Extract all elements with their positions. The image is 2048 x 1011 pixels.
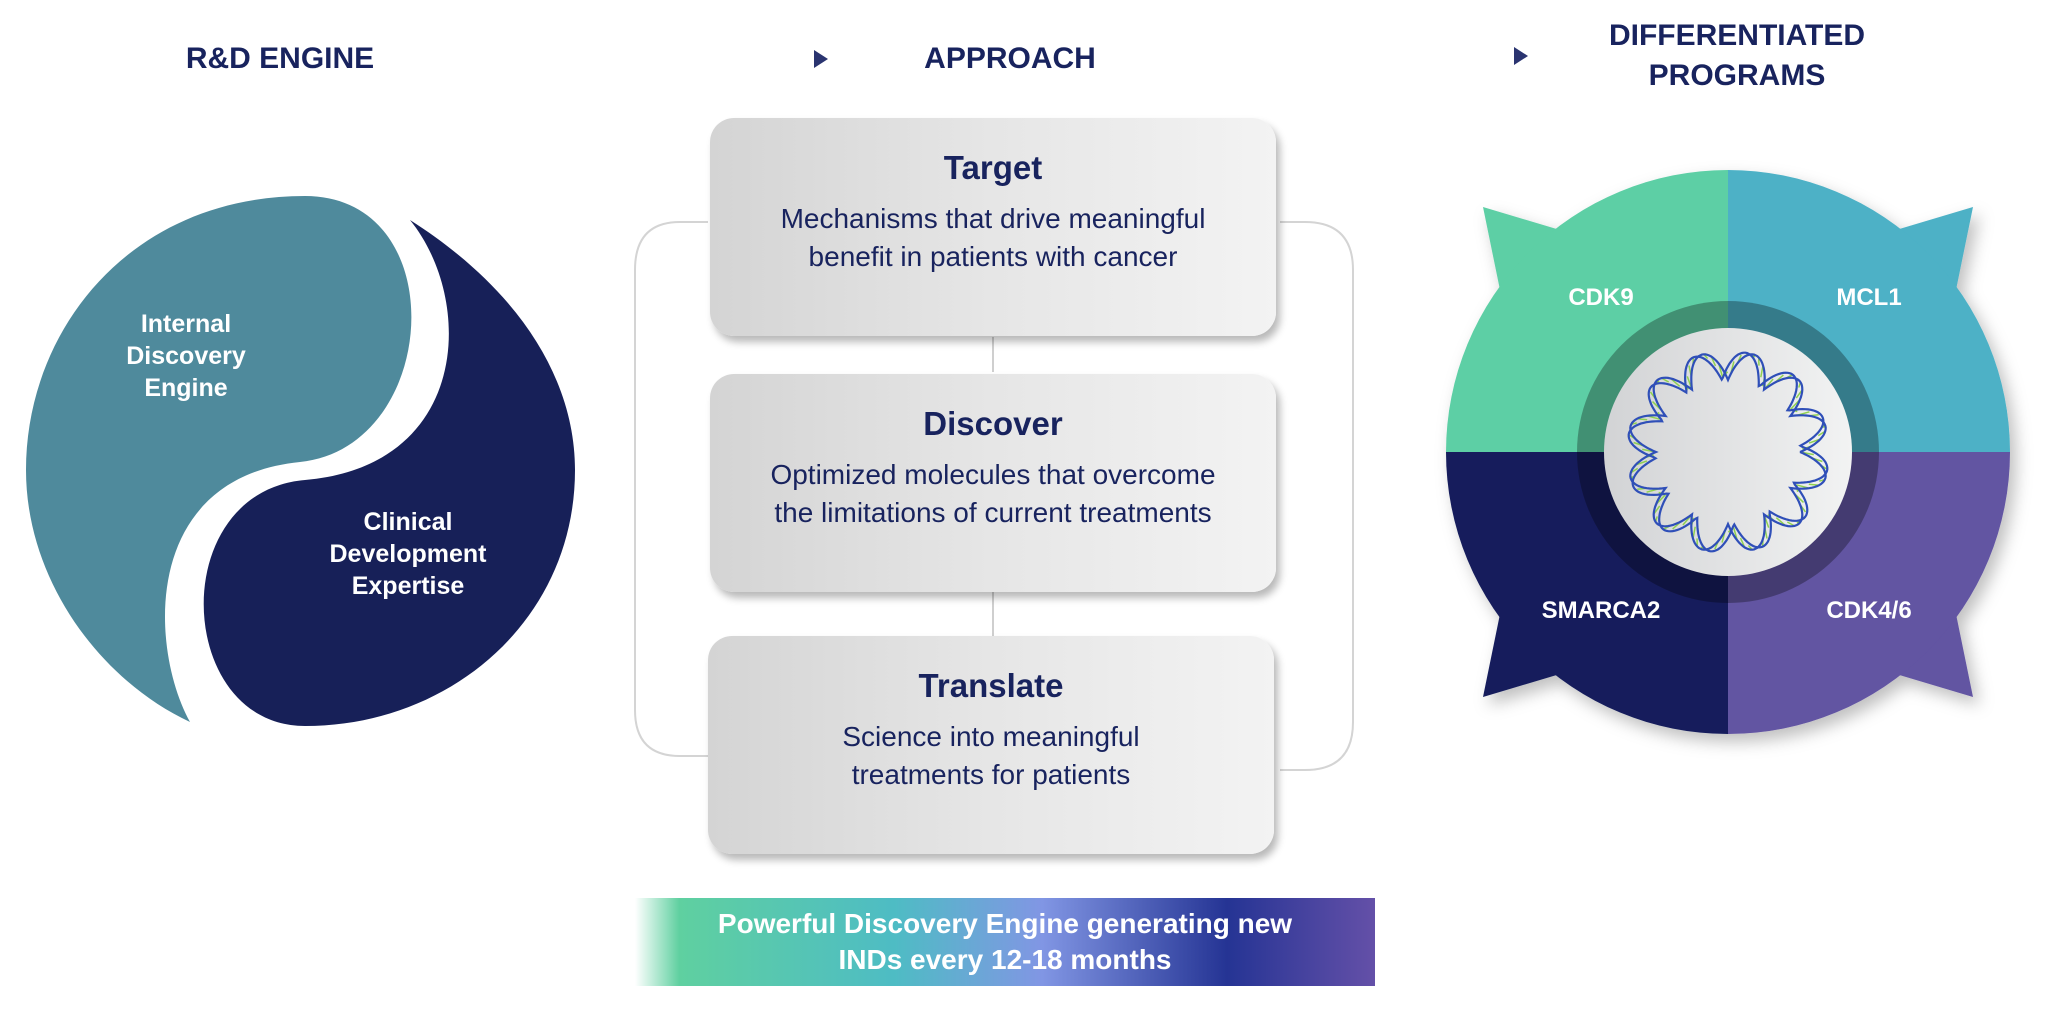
spike-cdk9 — [1483, 207, 1560, 290]
banner-line1: Powerful Discovery Engine generating new — [717, 908, 1293, 939]
label-line: Expertise — [351, 572, 465, 600]
approach-card-discover: Discover Optimized molecules that overco… — [710, 374, 1276, 592]
internal-discovery-shape — [26, 196, 412, 722]
spike-cdk46 — [1896, 614, 1973, 697]
internal-discovery-label: Internal Discovery Engine — [86, 308, 286, 404]
label-line: Discovery — [126, 342, 246, 370]
program-label-cdk9: CDK9 — [1568, 284, 1634, 311]
program-label-mcl1: MCL1 — [1836, 284, 1902, 311]
card-title: Discover — [923, 405, 1063, 442]
approach-bracket-left — [634, 221, 708, 757]
arrow-approach-to-programs — [1143, 47, 1528, 65]
discovery-engine-banner: Powerful Discovery Engine generating new… — [635, 898, 1375, 986]
approach-bracket-right — [1280, 221, 1354, 771]
card-title: Target — [943, 149, 1043, 186]
spike-smarca2 — [1483, 614, 1560, 697]
approach-card-target: Target Mechanisms that drive meaningful … — [710, 118, 1276, 336]
approach-card-translate: Translate Science into meaningful treatm… — [708, 636, 1274, 854]
card-description: Science into meaningful treatments for p… — [842, 721, 1140, 790]
label-line: Internal — [140, 310, 232, 338]
label-line: Development — [329, 540, 487, 568]
spike-mcl1 — [1896, 207, 1973, 290]
program-label-smarca2: SMARCA2 — [1541, 597, 1661, 624]
card-title: Translate — [918, 667, 1064, 704]
label-line: Engine — [144, 374, 228, 402]
program-label-cdk46: CDK4/6 — [1826, 597, 1912, 624]
dna-ring-icon — [1627, 351, 1829, 553]
programs-wheel — [1446, 170, 2010, 734]
card-description: Optimized molecules that overcome the li… — [770, 459, 1216, 528]
card-description: Mechanisms that drive meaningful benefit… — [780, 203, 1206, 272]
clinical-development-shape — [203, 220, 575, 726]
center-disc — [1604, 328, 1852, 576]
arrow-rd-to-approach — [444, 50, 828, 68]
approach-header: APPROACH — [924, 42, 1096, 75]
programs-header-line1: DIFFERENTIATED — [1608, 19, 1866, 52]
label-line: Clinical — [363, 508, 453, 536]
programs-header: DIFFERENTIATED PROGRAMS — [1587, 16, 1887, 96]
banner-line2: INDs every 12-18 months — [838, 944, 1172, 975]
rd-engine-header: R&D ENGINE — [185, 42, 375, 75]
programs-header-line2: PROGRAMS — [1648, 59, 1826, 92]
clinical-development-label: Clinical Development Expertise — [308, 506, 508, 602]
